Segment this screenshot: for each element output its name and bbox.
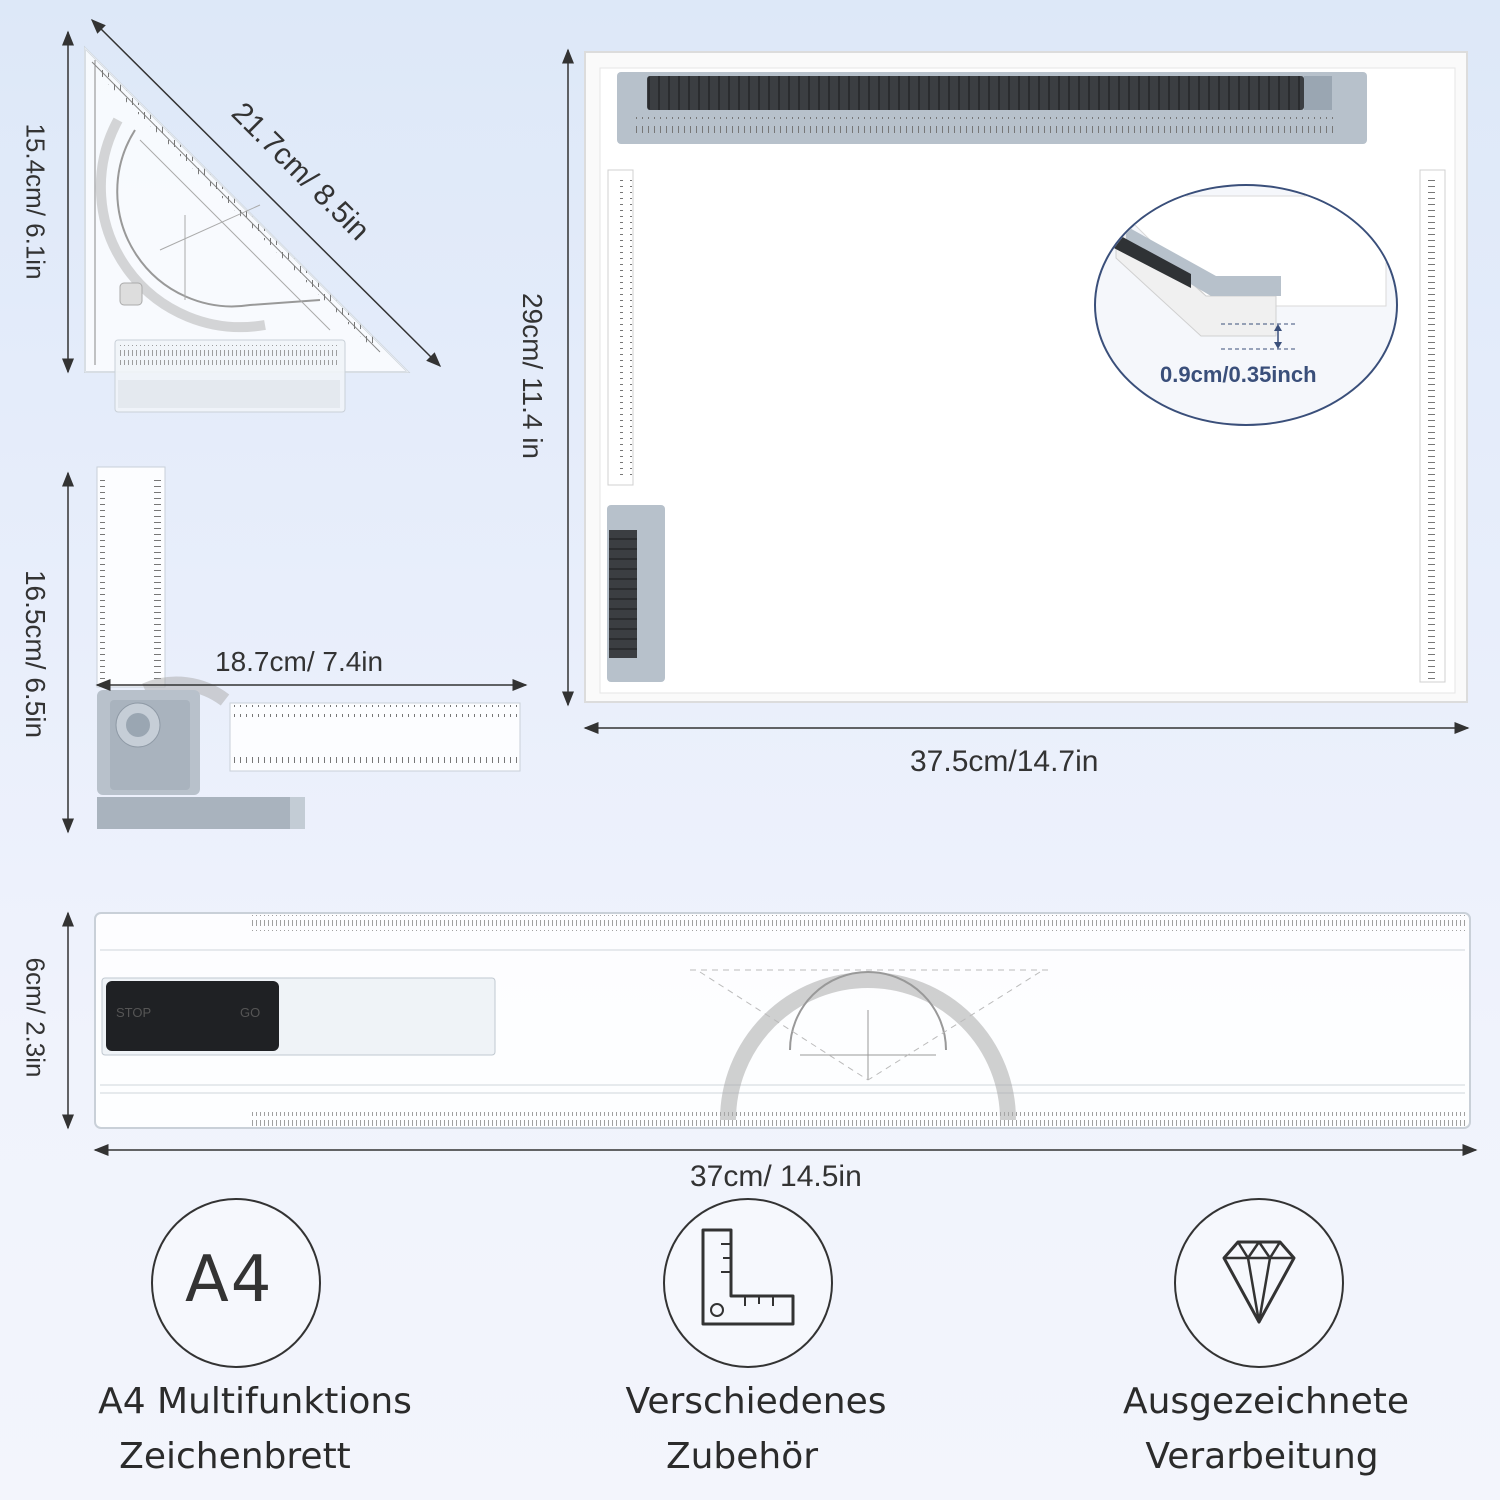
go-label: GO	[240, 1005, 261, 1020]
board-height-label: 29cm/ 11.4 in	[517, 292, 548, 460]
ruler-square-glyph	[701, 1228, 795, 1326]
feature-accessories-line1: Verschiedenes	[625, 1381, 887, 1422]
parallel-ruler	[94, 912, 1471, 1129]
feature-accessories-line2: Zubehör	[665, 1436, 819, 1477]
ruler-width-label: 37cm/ 14.5in	[690, 1160, 862, 1193]
board-thickness-label: 0.9cm/0.35inch	[1160, 362, 1317, 387]
a4-icon-text: A4	[185, 1243, 274, 1317]
triangle-height-label: 15.4cm/ 6.1in	[20, 123, 51, 280]
diamond-icon	[1174, 1198, 1344, 1368]
diamond-glyph	[1222, 1240, 1296, 1324]
angle-width-label: 18.7cm/ 7.4in	[215, 646, 384, 677]
angle-height-label: 16.5cm/ 6.5in	[20, 569, 51, 739]
angle-ruler	[96, 466, 521, 829]
ruler-height-label: 6cm/ 2.3in	[20, 957, 51, 1078]
board-width-label: 37.5cm/14.7in	[910, 745, 1099, 778]
thickness-detail-zoom	[1094, 184, 1398, 426]
feature-quality-line1: Ausgezeichnete	[1122, 1381, 1410, 1422]
feature-a4-line2: Zeichenbrett	[119, 1436, 351, 1477]
a4-icon	[151, 1198, 321, 1368]
thickness-detail-illustration	[1106, 195, 1387, 350]
stop-label: STOP	[116, 1005, 152, 1020]
triangle-hypotenuse-dimension-line	[90, 18, 442, 368]
feature-quality-line2: Verarbeitung	[1145, 1436, 1379, 1477]
feature-a4-line1: A4 Multifunktions	[98, 1381, 412, 1422]
ruler-square-icon	[663, 1198, 833, 1368]
